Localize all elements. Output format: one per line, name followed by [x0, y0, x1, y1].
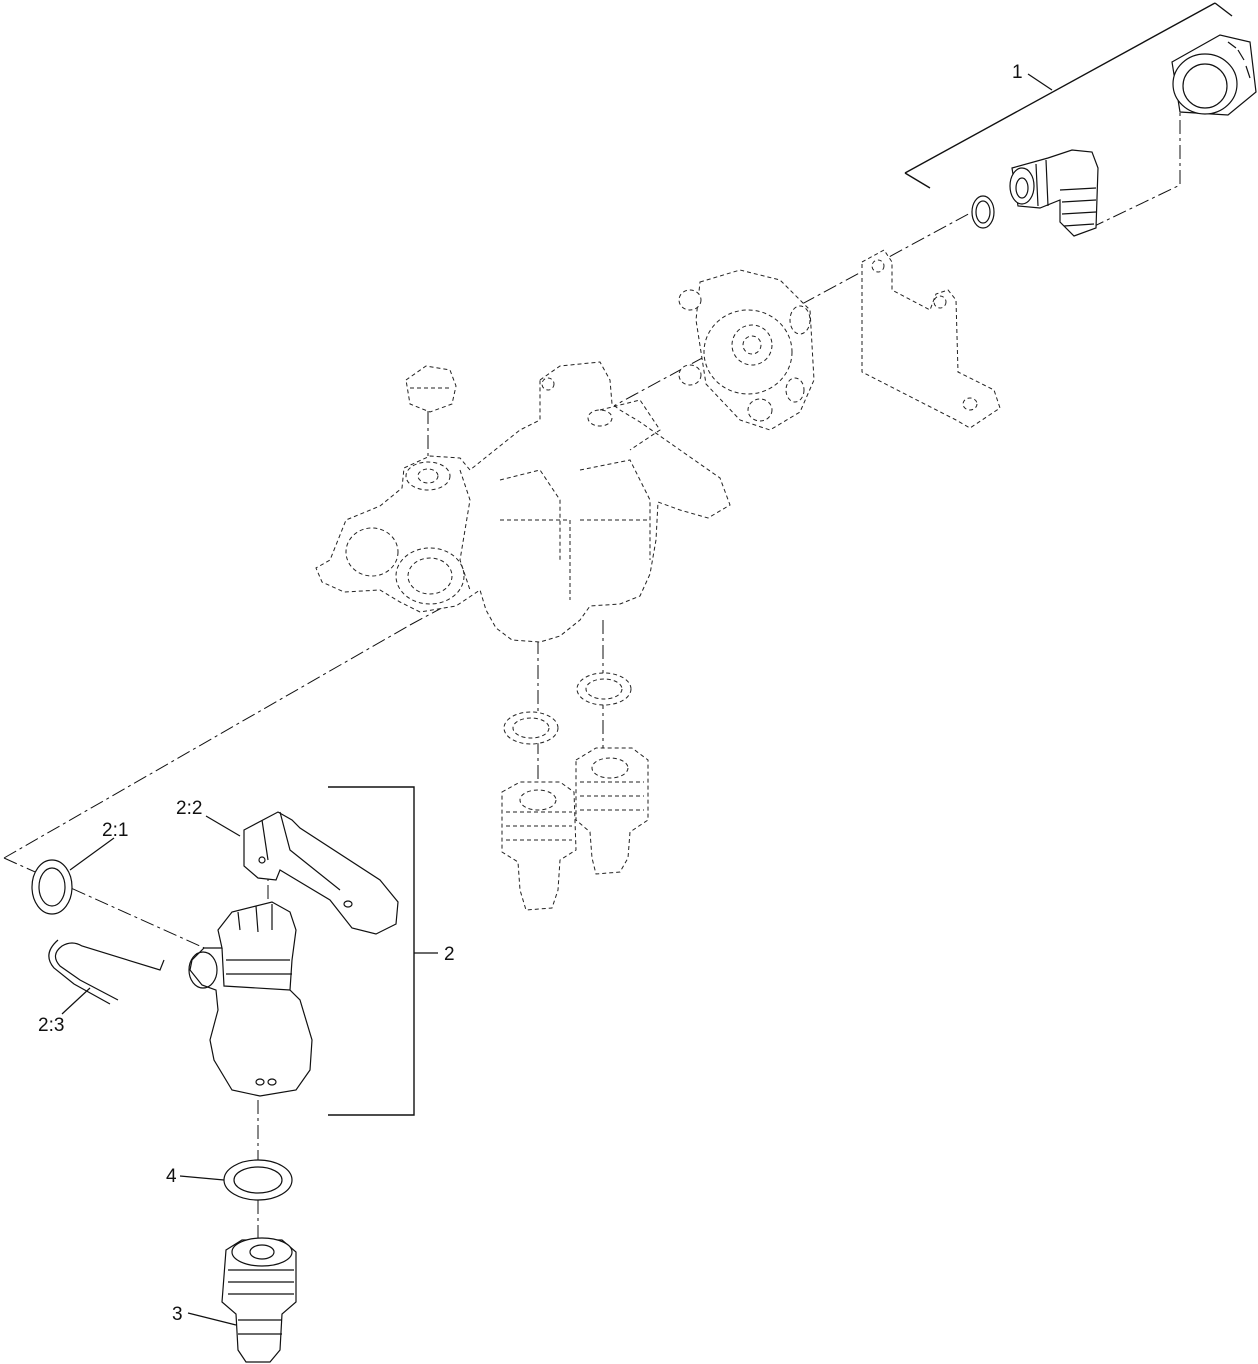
callout-2-3: 2:3: [38, 1015, 64, 1036]
part-1-elbow-fitting: [1009, 149, 1099, 237]
flow-meter-flange: [678, 269, 815, 431]
callout-2-2: 2:2: [176, 798, 202, 819]
callout-2: 2: [444, 944, 455, 965]
leader-lines: [61, 73, 1053, 1326]
callout-1: 1: [1012, 62, 1023, 83]
part-4-o-ring: [223, 1159, 293, 1201]
part-3-hose-barb: [221, 1237, 297, 1363]
valve-manifold: [315, 361, 731, 643]
part-1-bracket: [904, 2, 1233, 189]
part-2-3-retaining-clip: [48, 939, 165, 1005]
manifold-hose-barbs: [501, 747, 649, 911]
mounting-plate: [861, 249, 1001, 429]
part-2-valve-body: [188, 901, 313, 1097]
part-1-nut: [1171, 34, 1257, 116]
manifold-o-rings: [503, 672, 632, 745]
callout-4: 4: [166, 1166, 177, 1187]
part-2-2-valve-handle: [243, 811, 399, 935]
callout-3: 3: [172, 1304, 183, 1325]
center-lines: [3, 95, 1181, 1240]
part-1-o-ring: [971, 195, 995, 229]
callout-2-1: 2:1: [102, 820, 128, 841]
hex-plug: [405, 365, 457, 413]
part-2-bracket: [328, 786, 415, 1116]
callout-labels: 1 2 2:1 2:2 2:3 3 4: [38, 62, 1023, 1325]
part-2-1-o-ring: [31, 859, 73, 915]
